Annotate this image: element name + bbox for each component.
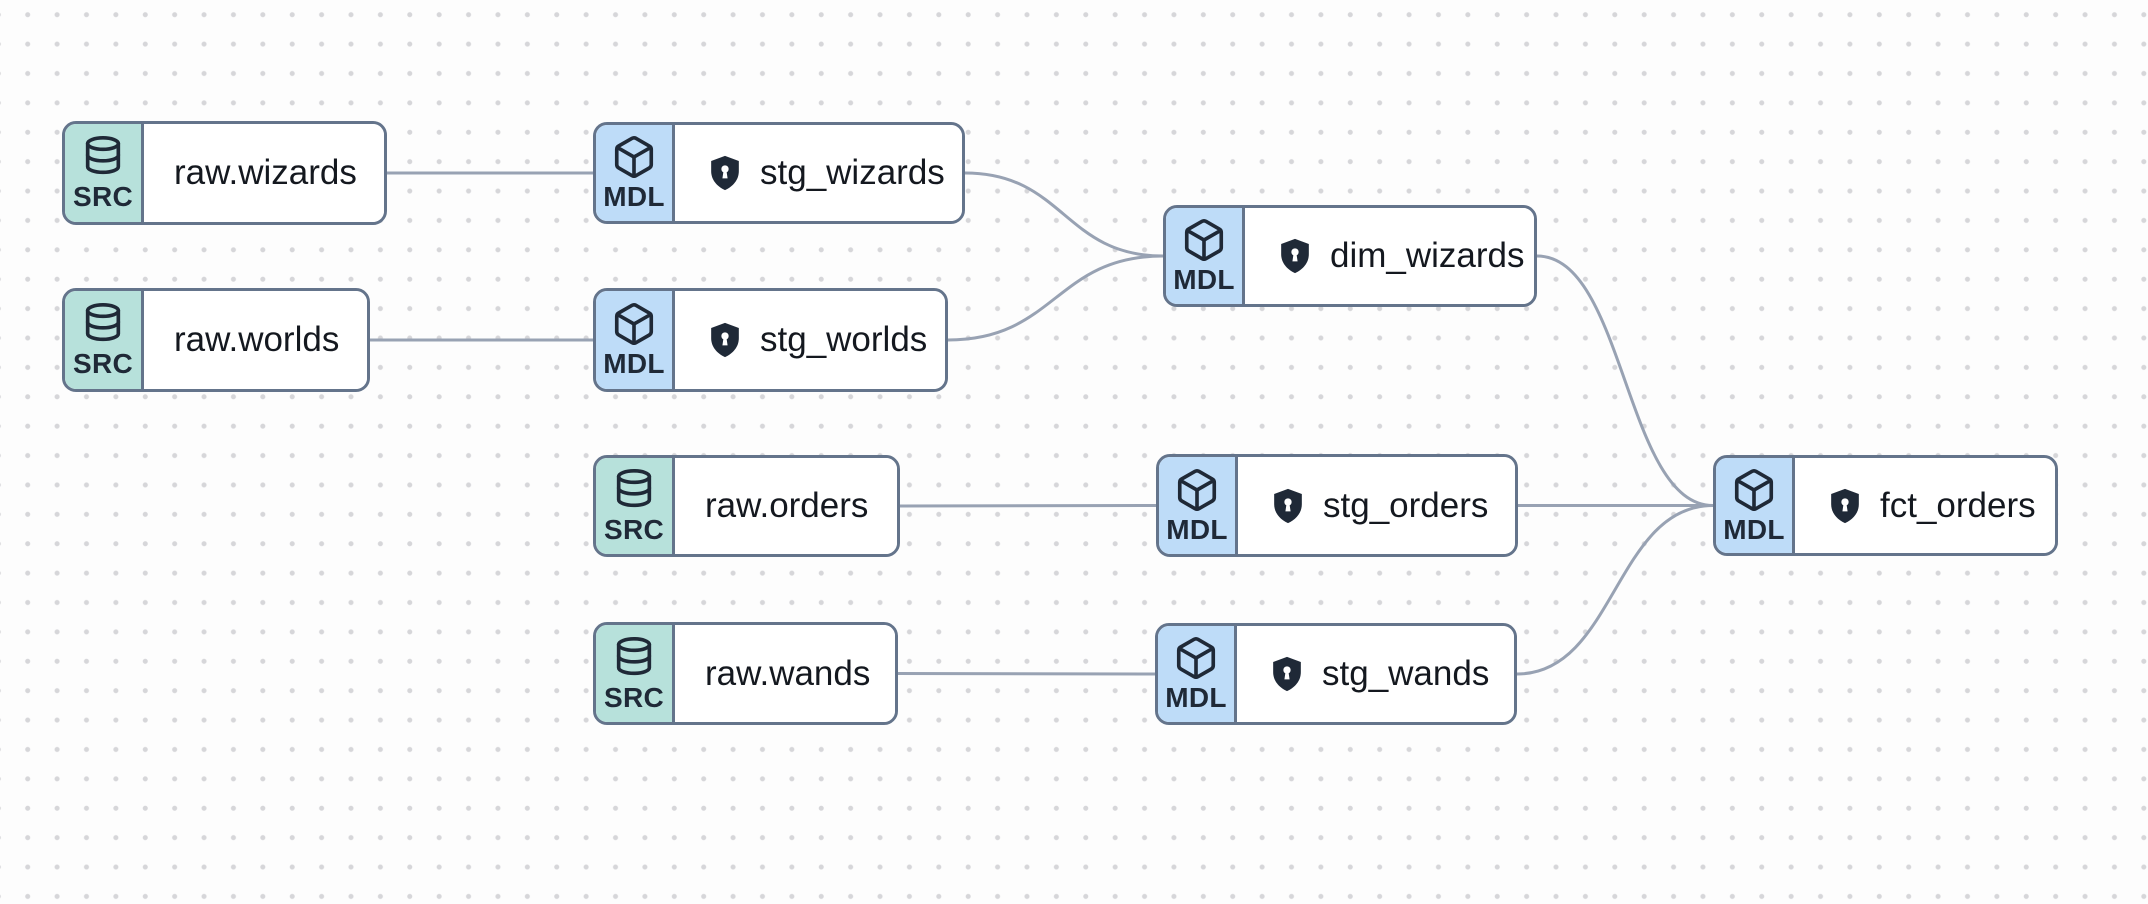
node-type-badge: SRC: [596, 625, 675, 722]
node-stg-wizards[interactable]: MDL stg_wizards: [593, 122, 965, 224]
cube-icon: [611, 301, 657, 347]
node-label: raw.worlds: [174, 320, 340, 359]
node-body: raw.wands: [675, 625, 895, 722]
shield-lock-icon: [1825, 484, 1865, 528]
node-label: dim_wizards: [1330, 236, 1525, 275]
node-type-label: MDL: [1723, 513, 1785, 545]
shield-lock-icon: [705, 151, 745, 195]
node-raw-orders[interactable]: SRC raw.orders: [593, 455, 900, 557]
node-label: stg_wands: [1322, 654, 1490, 693]
node-type-label: MDL: [1166, 513, 1228, 545]
node-type-label: MDL: [603, 348, 665, 380]
node-body: raw.wizards: [144, 124, 384, 222]
node-stg-orders[interactable]: MDL stg_orders: [1156, 454, 1518, 557]
node-body: fct_orders: [1795, 458, 2055, 553]
shield-lock-icon: [1275, 234, 1315, 278]
edge-stg-wands-to-fct-orders: [1516, 504, 1714, 676]
node-type-badge: SRC: [65, 124, 144, 222]
node-body: stg_wands: [1237, 626, 1514, 722]
node-stg-wands[interactable]: MDL stg_wands: [1155, 623, 1517, 725]
shield-lock-icon: [1268, 484, 1308, 528]
node-body: dim_wizards: [1245, 208, 1534, 304]
node-body: raw.orders: [675, 458, 897, 554]
database-icon: [611, 635, 657, 681]
node-label: stg_wizards: [760, 153, 945, 192]
node-type-badge: MDL: [1159, 457, 1238, 554]
node-label: raw.wizards: [174, 153, 357, 192]
edge-stg-worlds-to-dim-wizards: [947, 254, 1164, 342]
node-body: stg_orders: [1238, 457, 1515, 554]
node-type-badge: SRC: [65, 291, 144, 389]
node-dim-wizards[interactable]: MDL dim_wizards: [1163, 205, 1537, 307]
node-type-badge: SRC: [596, 458, 675, 554]
node-type-badge: MDL: [596, 291, 675, 389]
node-label: raw.wands: [705, 653, 871, 693]
node-type-label: MDL: [1165, 682, 1227, 714]
node-label: stg_worlds: [760, 320, 928, 359]
node-body: stg_wizards: [675, 125, 962, 221]
node-type-badge: MDL: [1158, 626, 1237, 722]
cube-icon: [1181, 217, 1227, 263]
edge-stg-wizards-to-dim-wizards: [964, 171, 1164, 258]
node-label: stg_orders: [1323, 485, 1489, 525]
database-icon: [80, 301, 126, 347]
node-body: raw.worlds: [144, 291, 367, 389]
node-type-label: SRC: [72, 348, 134, 380]
node-type-label: MDL: [603, 181, 665, 213]
node-type-label: SRC: [603, 681, 665, 713]
edge-raw-wands-to-stg-wands: [897, 672, 1156, 676]
database-icon: [80, 134, 126, 180]
shield-lock-icon: [705, 318, 745, 362]
node-type-label: MDL: [1173, 264, 1235, 296]
node-type-label: SRC: [72, 181, 134, 213]
edge-dim-wizards-to-fct-orders: [1536, 254, 1714, 507]
node-type-badge: MDL: [1166, 208, 1245, 304]
node-stg-worlds[interactable]: MDL stg_worlds: [593, 288, 948, 392]
node-label: raw.orders: [705, 486, 869, 525]
shield-lock-icon: [1267, 652, 1307, 696]
node-body: stg_worlds: [675, 291, 945, 389]
node-type-badge: MDL: [1716, 458, 1795, 553]
cube-icon: [1174, 467, 1220, 513]
cube-icon: [611, 134, 657, 180]
edge-raw-orders-to-stg-orders: [899, 504, 1157, 508]
node-raw-wizards[interactable]: SRC raw.wizards: [62, 121, 387, 225]
node-raw-worlds[interactable]: SRC raw.worlds: [62, 288, 370, 392]
node-fct-orders[interactable]: MDL fct_orders: [1713, 455, 2058, 556]
cube-icon: [1731, 467, 1777, 513]
node-raw-wands[interactable]: SRC raw.wands: [593, 622, 898, 725]
node-type-badge: MDL: [596, 125, 675, 221]
database-icon: [611, 467, 657, 513]
cube-icon: [1173, 635, 1219, 681]
node-label: fct_orders: [1880, 485, 2036, 525]
node-type-label: SRC: [603, 514, 665, 546]
